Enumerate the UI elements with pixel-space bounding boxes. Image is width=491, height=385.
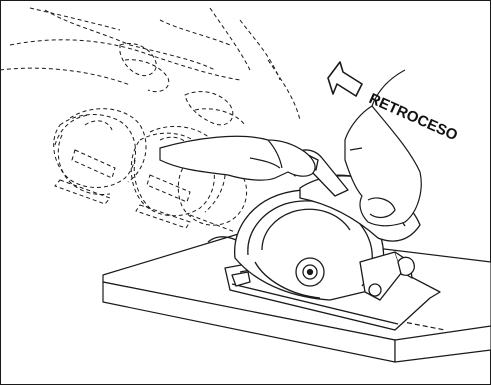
kickback-illustration: RETROCESO [0, 0, 491, 385]
